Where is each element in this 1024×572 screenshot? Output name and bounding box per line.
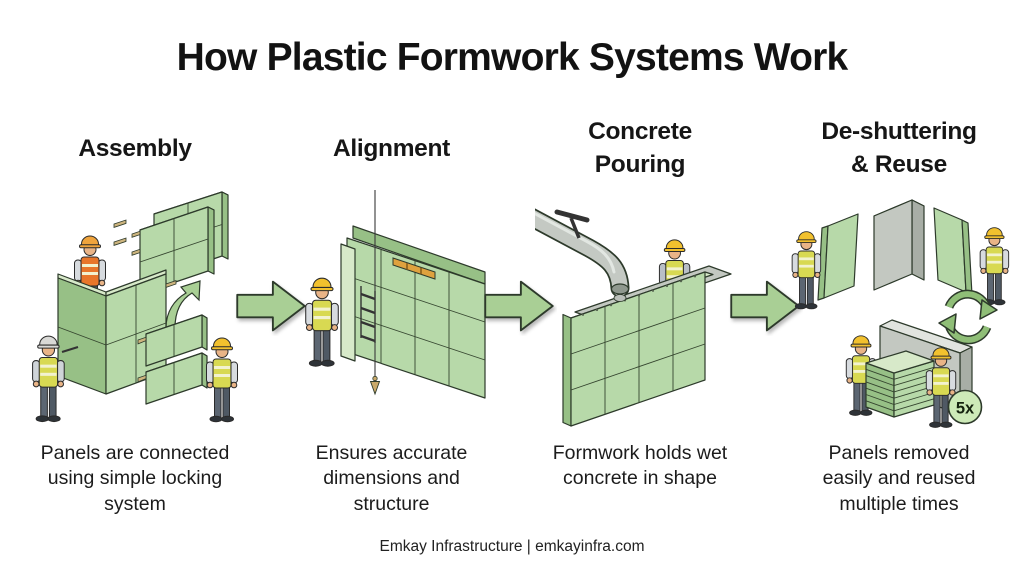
removed-panels (817, 207, 973, 301)
page-title: How Plastic Formwork Systems Work (176, 36, 849, 79)
step-title-assembly: Assembly (78, 134, 192, 162)
worker-figure (206, 337, 238, 423)
step-arrow-icon (484, 280, 554, 332)
reuse-count-badge: 5x (947, 389, 983, 425)
illustration-concrete-pouring (535, 208, 732, 427)
concrete-wall (873, 199, 925, 291)
step-title-alignment: Alignment (332, 134, 451, 162)
step-column-concrete-pouring: Concrete Pouring (532, 0, 748, 572)
step-column-alignment: Alignment (284, 0, 499, 572)
pipe-valve (554, 209, 590, 239)
curved-arrow-icon (165, 280, 201, 329)
step-arrow-icon (236, 280, 306, 332)
step-column-deshuttering: De-shuttering & Reuse (780, 0, 1018, 572)
step-caption-alignment: Ensures accurate dimensions and structur… (315, 442, 468, 515)
formwork-wall (340, 225, 486, 399)
tie-holes (581, 275, 697, 316)
worker-figure (305, 277, 339, 367)
illustration-deshuttering: 5x (791, 199, 1010, 428)
formwork-wall (562, 271, 714, 427)
worker-figure (979, 227, 1010, 306)
formwork-panels-lower (137, 314, 208, 405)
recycle-icon (938, 289, 998, 345)
illustration-assembly (32, 191, 238, 423)
step-column-assembly: Assembly (18, 0, 252, 572)
step-title-concrete-pouring: Concrete Pouring (588, 118, 692, 178)
plumb-line (369, 190, 381, 396)
step-caption-assembly: Panels are connected using simple lockin… (40, 442, 230, 515)
step-arrow-icon (730, 280, 800, 332)
step-caption-deshuttering: Panels removed easily and reused multipl… (822, 442, 976, 515)
formwork-panels (113, 191, 229, 295)
step-title-deshuttering: De-shuttering & Reuse (821, 118, 977, 178)
reuse-count-label: 5x (956, 400, 975, 418)
spirit-level-tool (392, 257, 436, 280)
step-caption-concrete-pouring: Formwork holds wet concrete in shape (552, 442, 728, 490)
panel-stack (865, 350, 935, 418)
locking-tool (61, 345, 79, 354)
illustration-alignment (305, 190, 486, 399)
footer-credit: Emkay Infrastructure | emkayinfra.com (379, 538, 645, 555)
concrete-pipe (535, 208, 630, 302)
worker-figure (791, 231, 822, 310)
